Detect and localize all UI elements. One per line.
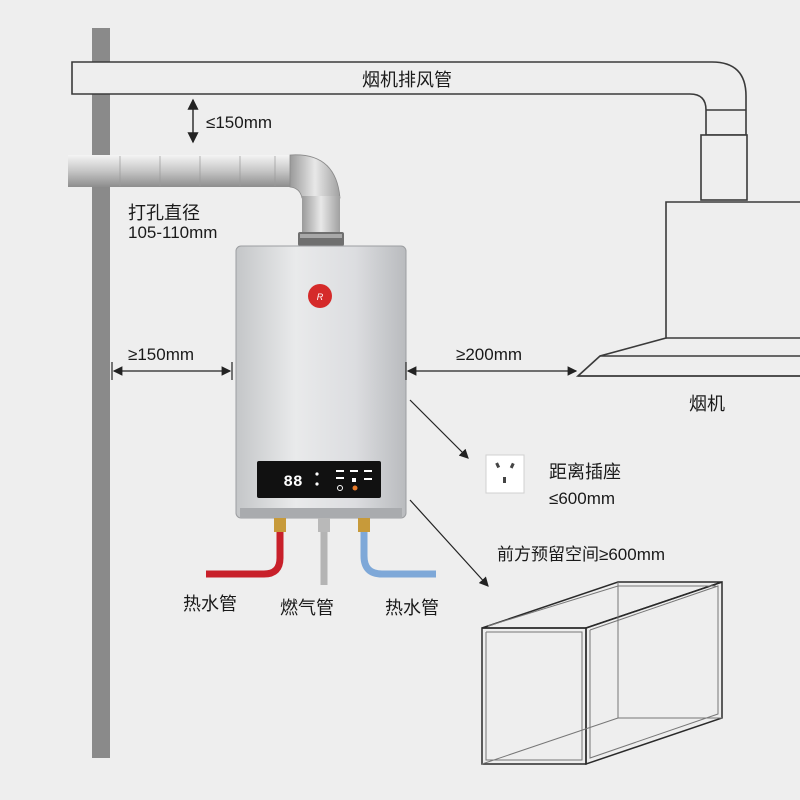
socket-icon bbox=[485, 454, 525, 494]
hot-water-pipe-left-label: 热水管 bbox=[183, 594, 237, 614]
exhaust-pipe-label: 烟机排风管 bbox=[362, 70, 452, 90]
front-space-pointer bbox=[409, 499, 489, 587]
water-heater: R 88 bbox=[235, 245, 407, 532]
front-clearance-box bbox=[481, 580, 723, 766]
brand-logo-icon bbox=[308, 284, 332, 308]
dimension-right bbox=[405, 362, 578, 380]
hot-water-pipe-right-label: 热水管 bbox=[385, 598, 439, 618]
hot-water-pipe-left bbox=[206, 532, 284, 578]
range-hood-label: 烟机 bbox=[689, 394, 725, 414]
svg-text:R: R bbox=[317, 292, 324, 302]
temperature-display: 88 bbox=[283, 473, 302, 491]
hot-water-pipe-right bbox=[360, 532, 436, 578]
hole-diameter-title: 打孔直径 bbox=[128, 203, 200, 223]
control-panel bbox=[257, 461, 381, 498]
front-space-label: 前方预留空间≥600mm bbox=[497, 545, 666, 564]
socket-distance-title: 距离插座 bbox=[549, 462, 621, 482]
socket-pointer bbox=[409, 399, 469, 459]
range-hood bbox=[575, 134, 800, 377]
flue-pipe bbox=[68, 154, 344, 246]
left-gap-label: ≥150mm bbox=[128, 345, 195, 364]
socket-distance-value: ≤600mm bbox=[549, 489, 616, 508]
gas-pipe-label: 燃气管 bbox=[280, 598, 334, 618]
wall bbox=[92, 28, 110, 758]
top-gap-label: ≤150mm bbox=[206, 113, 273, 132]
hole-diameter-size: 105-110mm bbox=[128, 223, 218, 242]
dimension-left bbox=[111, 362, 233, 380]
right-gap-label: ≥200mm bbox=[456, 345, 523, 364]
